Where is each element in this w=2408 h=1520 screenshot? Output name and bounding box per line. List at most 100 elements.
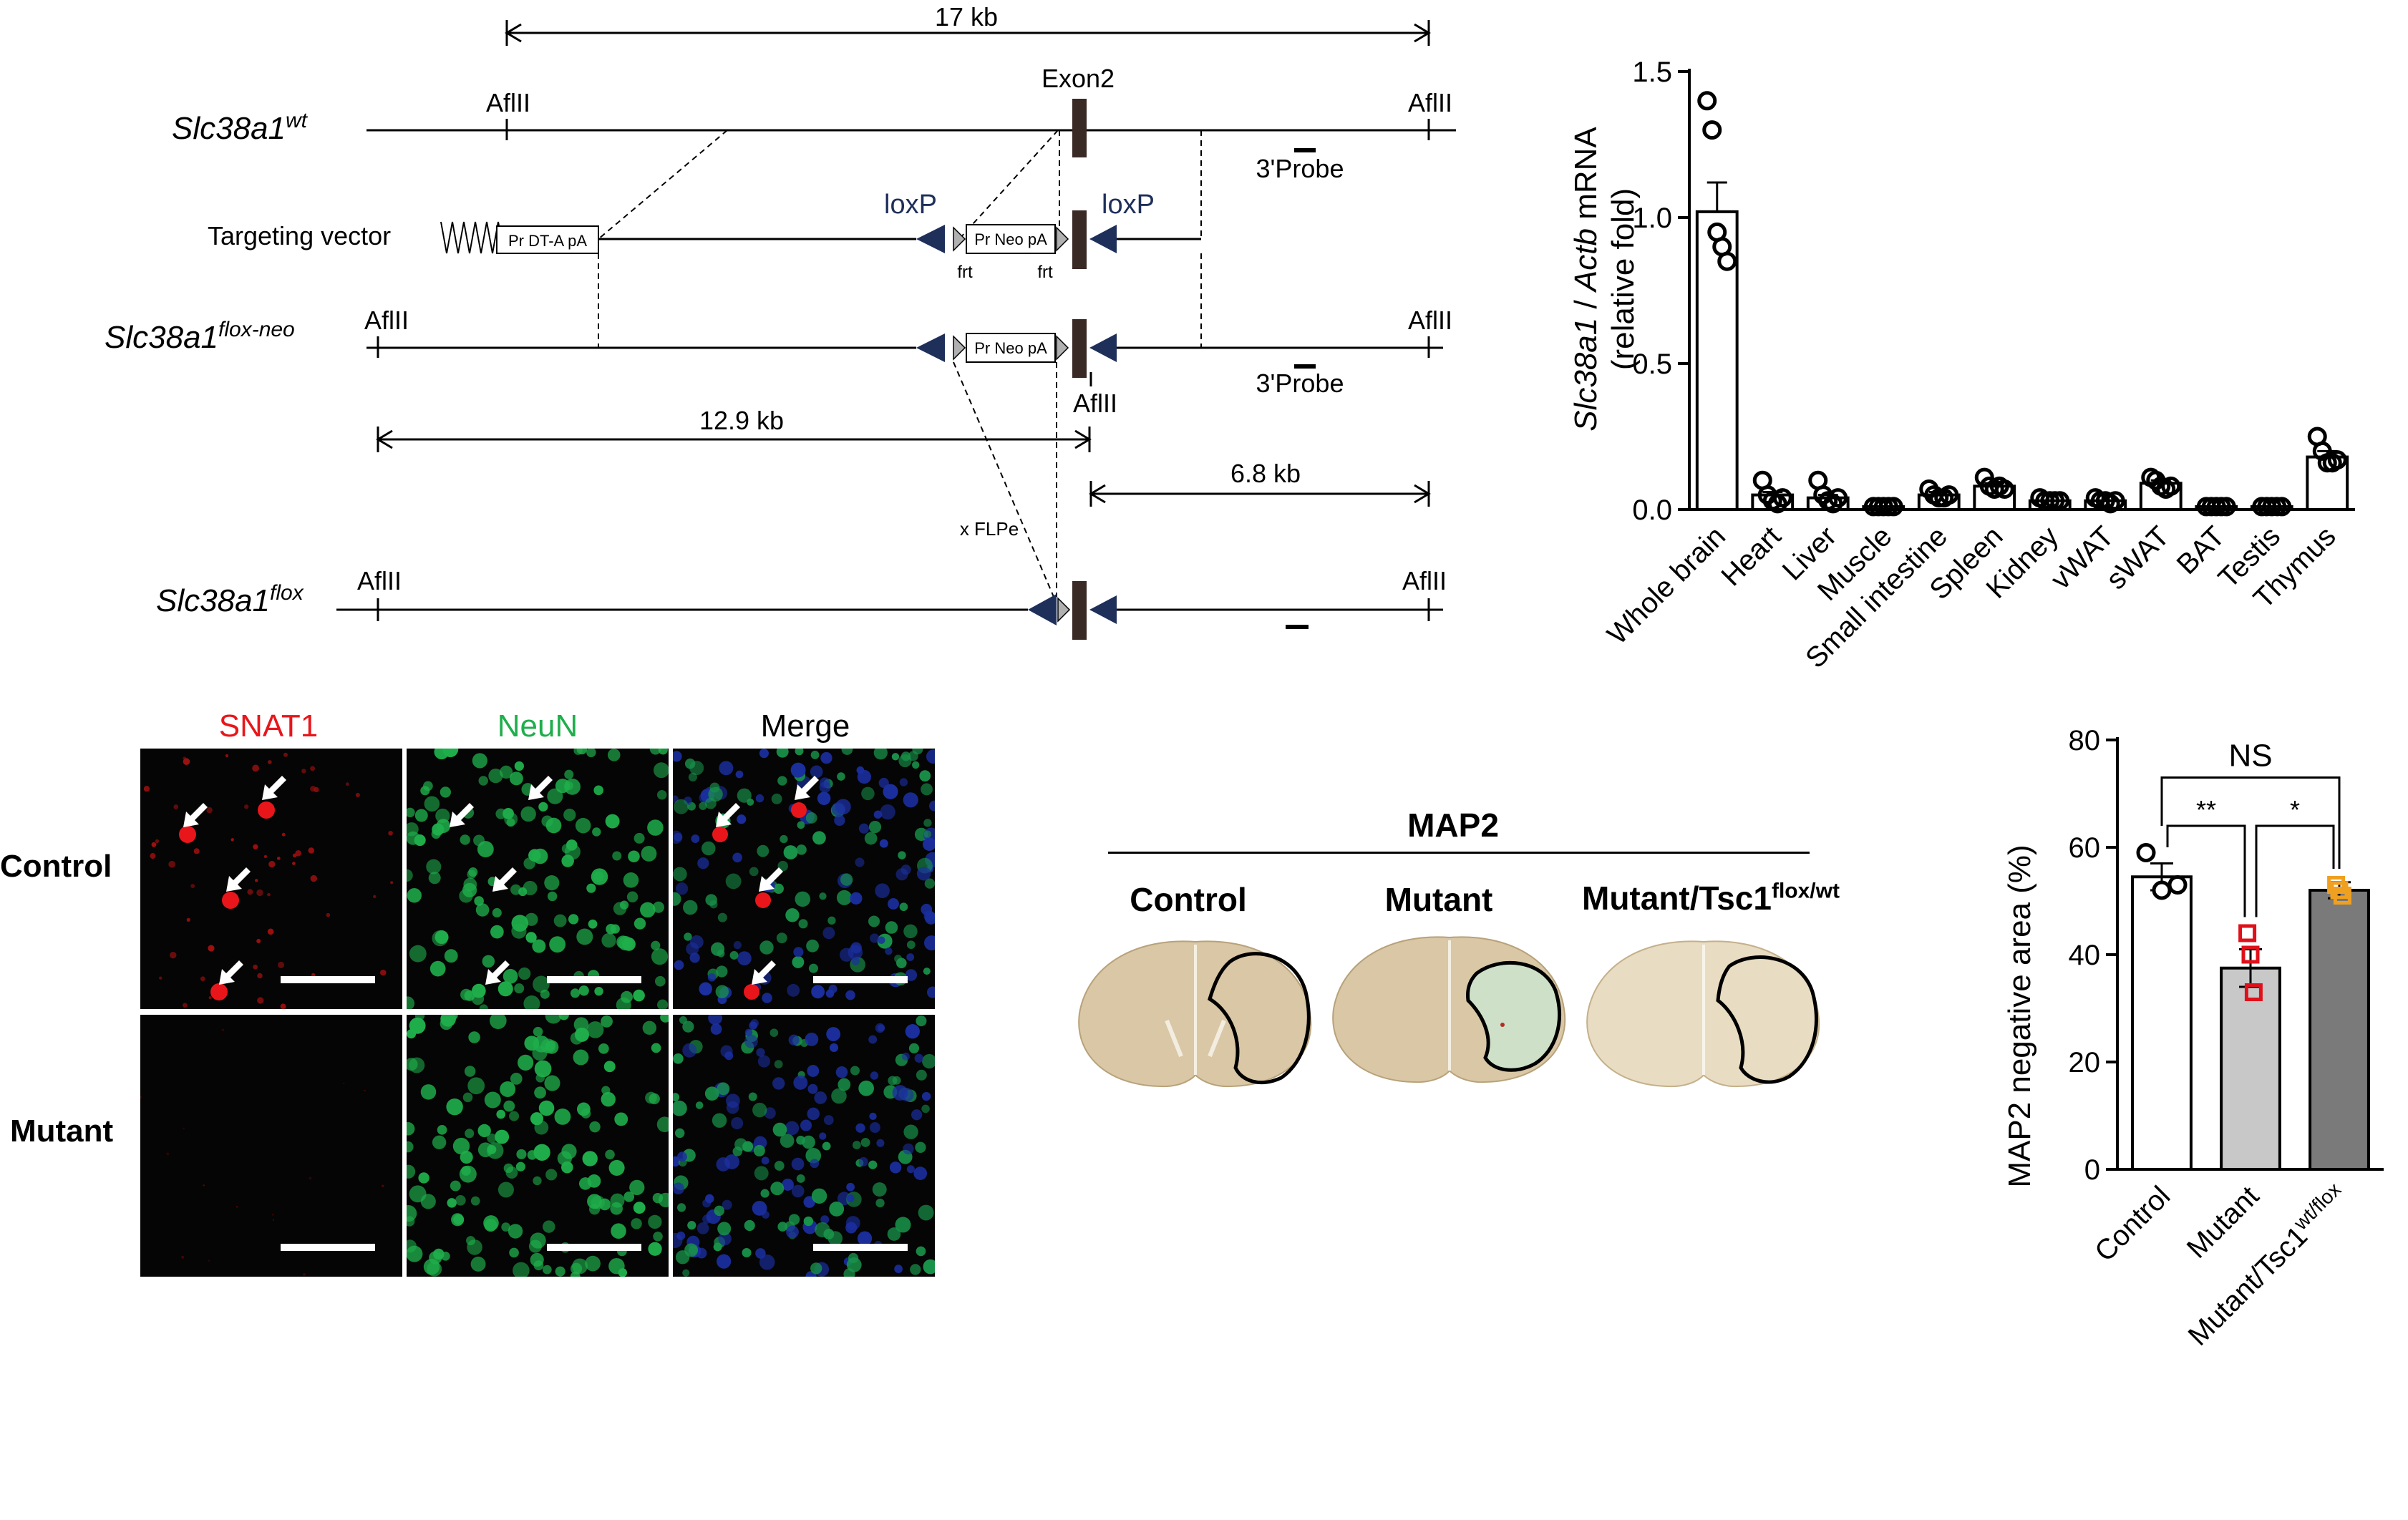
map2-title-rule xyxy=(1108,852,1810,854)
arrow-marker xyxy=(752,960,776,985)
chart1-category-label: Heart xyxy=(1715,520,1787,592)
targeting-construct-diagram: 17 kb Slc38a1wt AflII AflII Exon2 3'Prob… xyxy=(105,2,1456,640)
col-label-snat1: SNAT1 xyxy=(218,708,319,744)
micrograph-mutant-merge xyxy=(673,1015,935,1277)
tissue-expression-chart: Slc38a1 / Actb mRNA (relative fold) 0.00… xyxy=(1568,57,2355,674)
scale-bar xyxy=(281,976,375,983)
col-label-merge: Merge xyxy=(760,708,850,744)
chart1-ylabel: Slc38a1 / Actb mRNA xyxy=(1568,127,1603,432)
chart2-bracket-ns xyxy=(2160,776,2341,869)
chart1-point xyxy=(1828,488,1848,508)
micrograph-mutant-neun xyxy=(407,1015,669,1277)
chart2-ytick-label: 0 xyxy=(2084,1154,2100,1186)
chart1-point xyxy=(1702,120,1722,140)
distance-6-8kb: 6.8 kb xyxy=(1230,459,1301,488)
row-label-control: Control xyxy=(0,849,112,884)
arrow-marker xyxy=(262,776,286,800)
micrograph-mutant-snat1 xyxy=(140,1015,402,1277)
chart1-bar xyxy=(2195,505,2238,511)
brain-section-mutant xyxy=(1332,936,1566,1083)
brain-section-control xyxy=(1078,940,1312,1088)
aflii-site-flox-right: AflII xyxy=(1402,566,1447,595)
frt-label-right: frt xyxy=(1037,263,1053,282)
chart2-sig-left: ** xyxy=(2196,795,2216,824)
micrograph-control-neun xyxy=(407,749,669,1009)
arrow-marker xyxy=(183,803,208,827)
aflii-site-wt-right: AflII xyxy=(1408,88,1452,117)
chart1-point xyxy=(1717,251,1737,271)
chart1-point xyxy=(2161,476,2181,496)
flpe-label: x FLPe xyxy=(960,518,1019,540)
chart1-point xyxy=(2105,491,2125,511)
chart1-point xyxy=(2327,450,2347,470)
chart2-bracket-left xyxy=(2166,824,2246,917)
aflii-site-floxneo-mid: AflII xyxy=(1073,389,1117,418)
chart1-point xyxy=(1772,488,1792,508)
chart1-bar xyxy=(1862,505,1905,511)
targeting-vector-label: Targeting vector xyxy=(208,221,391,250)
chart1-bar xyxy=(1695,210,1739,511)
aflii-site-floxneo-left: AflII xyxy=(364,306,409,335)
chart2-point xyxy=(2152,880,2172,900)
scale-bar xyxy=(813,1244,908,1251)
chart1-ytick-label: 0.0 xyxy=(1632,495,1672,526)
chart2-ytick-label: 80 xyxy=(2069,730,2101,756)
loxp-label-left: loxP xyxy=(884,190,937,220)
chart2-point xyxy=(2167,875,2188,895)
micrograph-control-merge xyxy=(673,749,935,1009)
chart2-sig-ns: NS xyxy=(2228,739,2272,774)
chart2-ytick-label: 60 xyxy=(2069,832,2101,864)
chart2-ylabel: MAP2 negative area (%) xyxy=(2002,844,2037,1187)
probe-label-wt: 3'Probe xyxy=(1256,154,1344,183)
loxp-label-right: loxP xyxy=(1102,190,1155,220)
chart2-point xyxy=(2238,924,2257,942)
col-label-neun: NeuN xyxy=(497,708,578,744)
chart1-point xyxy=(1883,497,1903,517)
loxp-left-vector xyxy=(916,225,945,253)
chart2-bracket-right xyxy=(2255,824,2335,917)
chart1-point xyxy=(2272,497,2292,517)
arrow-marker xyxy=(492,867,517,892)
chart2-bar xyxy=(2220,966,2281,1171)
chart2-ytick-label: 20 xyxy=(2069,1047,2101,1078)
arrow-marker xyxy=(795,776,819,800)
svg-text:Pr DT-A pA: Pr DT-A pA xyxy=(508,232,587,250)
chart2-bar xyxy=(2309,889,2370,1171)
svg-text:Pr Neo pA: Pr Neo pA xyxy=(974,230,1047,248)
scale-bar xyxy=(547,976,641,983)
chart2-sig-right: * xyxy=(2290,795,2300,824)
chart1-category-label: Whole brain xyxy=(1601,520,1732,651)
chart2-point xyxy=(2136,843,2156,862)
map2-label-mutant-tsc1: Mutant/Tsc1flox/wt xyxy=(1582,879,1840,917)
map2-label-mutant: Mutant xyxy=(1384,881,1493,918)
map2-brain-sections xyxy=(1078,936,1820,1088)
chart1-point xyxy=(1939,485,1959,505)
chart2-category-label: Mutant/Tsc1wt/flox xyxy=(2180,1178,2354,1352)
chart1-point xyxy=(1994,479,2014,499)
arrow-marker xyxy=(485,960,510,985)
chart1-ytick-label: 1.5 xyxy=(1632,57,1672,88)
chart2-ytick-label: 40 xyxy=(2069,940,2101,971)
allele-floxneo-label: Slc38a1flox-neo xyxy=(105,318,295,355)
svg-text:Pr Neo pA: Pr Neo pA xyxy=(974,339,1047,357)
chart1-point xyxy=(1697,91,1717,111)
exon2-wt xyxy=(1072,99,1087,157)
scale-bar xyxy=(281,1244,375,1251)
exon2-label: Exon2 xyxy=(1042,64,1115,93)
chart1-category-label: vWAT xyxy=(2045,520,2120,595)
chart2-point xyxy=(2244,983,2263,1001)
brain-section-mutant-tsc1 xyxy=(1586,940,1820,1088)
chart1-bar xyxy=(2250,505,2293,511)
distance-17kb: 17 kb xyxy=(935,2,998,31)
loxp-right-vector xyxy=(1089,225,1117,253)
micrograph-control-snat1 xyxy=(140,749,402,1009)
arrow-marker xyxy=(219,960,243,985)
chart1-point xyxy=(2050,491,2070,511)
chart2-point xyxy=(2333,887,2351,905)
aflii-site-wt-left: AflII xyxy=(486,88,530,117)
arrow-marker xyxy=(226,867,251,892)
arrow-marker xyxy=(716,803,740,827)
arrow-marker xyxy=(450,803,474,827)
frt-label-left: frt xyxy=(957,263,973,282)
